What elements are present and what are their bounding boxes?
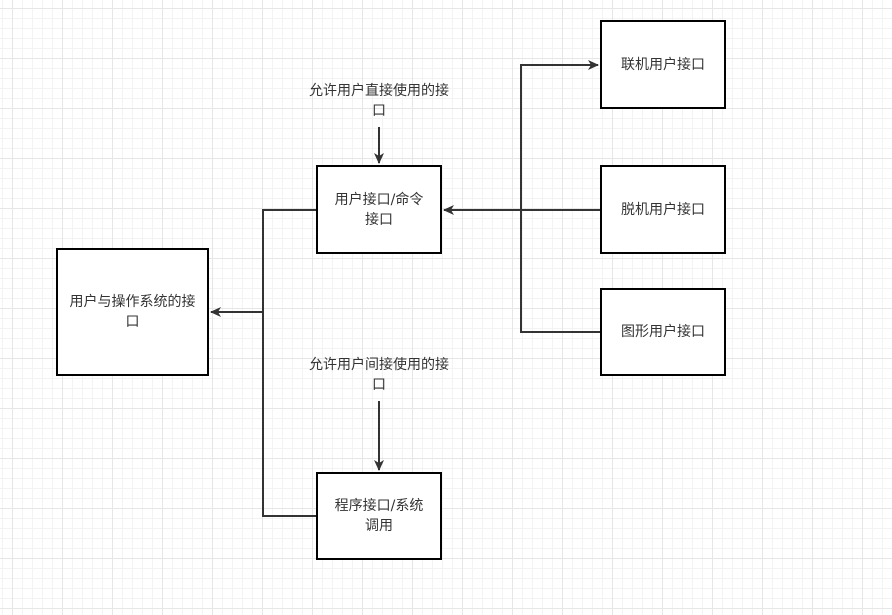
label-direct-use: 允许用户直接使用的接口: [309, 83, 449, 119]
node-online-interface[interactable]: 联机用户接口: [600, 20, 726, 109]
node-online-interface-label: 联机用户接口: [621, 56, 705, 73]
arrow-trunk-to-online: [520, 60, 599, 210]
label-indirect-use: 允许用户间接使用的接口: [309, 357, 449, 393]
node-offline-interface[interactable]: 脱机用户接口: [600, 165, 726, 254]
node-os-interface-label: 用户与操作系统的接口: [69, 294, 196, 330]
node-command-interface-label: 用户接口/命令接口: [334, 191, 424, 228]
node-os-interface[interactable]: 用户与操作系统的接口: [56, 248, 209, 376]
line-graphic-to-trunk: [520, 210, 600, 333]
line-program-to-bus: [262, 312, 316, 517]
node-program-interface-label: 程序接口/系统调用: [334, 498, 424, 534]
node-graphic-interface[interactable]: 图形用户接口: [600, 288, 726, 376]
line-command-to-bus: [262, 209, 316, 312]
node-command-interface[interactable]: 用户接口/命令接口: [316, 165, 442, 254]
node-program-interface[interactable]: 程序接口/系统调用: [316, 472, 442, 560]
node-graphic-interface-label: 图形用户接口: [621, 324, 705, 340]
node-offline-interface-label: 脱机用户接口: [621, 201, 705, 218]
